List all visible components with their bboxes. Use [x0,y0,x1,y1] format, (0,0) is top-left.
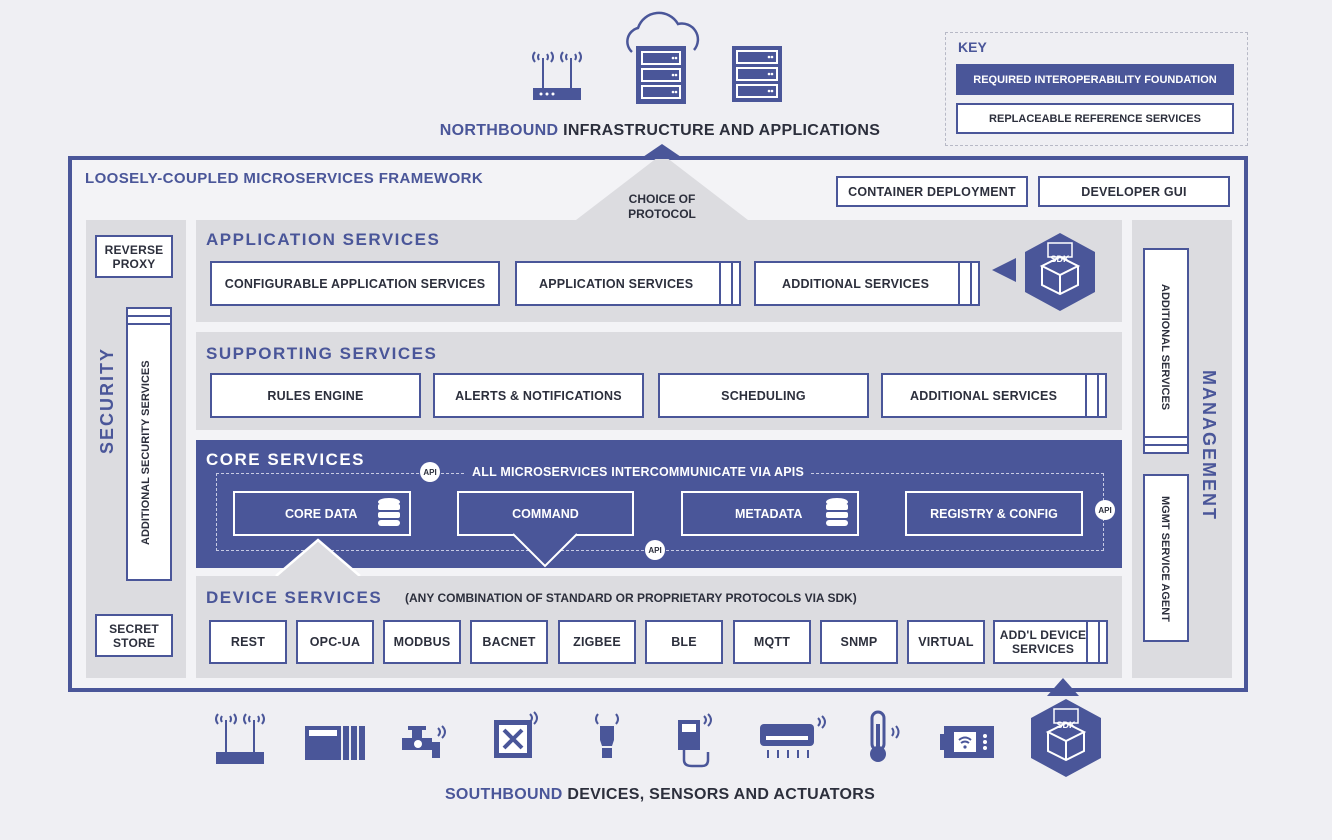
device-opc-ua-box: OPC-UA [296,620,374,664]
command-pointer [512,533,578,568]
configurable-application-services-box: CONFIGURABLE APPLICATION SERVICES [210,261,500,306]
additional-security-label: ADDITIONAL SECURITY SERVICES [140,360,152,546]
api-badge-right: API [1095,500,1115,520]
thermometer-icon [870,710,900,762]
key-required-swatch: REQUIRED INTEROPERABILITY FOUNDATION [956,64,1234,95]
database-icon [826,498,848,526]
device-modbus-box: MODBUS [383,620,461,664]
key-legend: KEY REQUIRED INTEROPERABILITY FOUNDATION… [945,32,1248,146]
wifi-router-icon [215,713,265,764]
light-bulb-icon [595,713,619,758]
sdk-hexagon-icon [1031,699,1101,777]
northbound-title: NORTHBOUND INFRASTRUCTURE AND APPLICATIO… [380,122,940,140]
container-deployment-box: CONTAINER DEPLOYMENT [836,176,1028,207]
southbound-highlight: SOUTHBOUND [444,786,563,803]
device-ble-box: BLE [645,620,723,664]
key-replaceable-swatch: REPLACEABLE REFERENCE SERVICES [956,103,1234,134]
core-data-label: CORE DATA [285,506,358,521]
application-services-label: APPLICATION SERVICES [539,276,694,291]
metadata-box: METADATA [681,491,859,536]
management-additional-stripe [1145,436,1187,446]
device-bacnet-box: BACNET [470,620,548,664]
fan-icon [494,711,538,758]
southbound-title: SOUTHBOUND DEVICES, SENSORS AND ACTUATOR… [380,786,940,804]
core-to-device-connector [275,538,361,577]
management-additional-box: ADDITIONAL SERVICES [1143,248,1189,454]
device-zigbee-box: ZIGBEE [558,620,636,664]
framework-title: LOOSELY-COUPLED MICROSERVICES FRAMEWORK [85,170,484,187]
northbound-rest: INFRASTRUCTURE AND APPLICATIONS [558,122,881,139]
key-title: KEY [958,39,987,55]
supporting-services-title: SUPPORTING SERVICES [206,344,438,363]
supporting-additional-services-label: ADDITIONAL SERVICES [910,388,1058,403]
meter-icon [678,713,712,768]
management-additional-label: ADDITIONAL SERVICES [1159,283,1171,411]
security-label: SECURITY [97,346,117,454]
sdk-arrow-icon [992,258,1016,282]
database-icon [378,498,400,526]
registry-config-box: REGISTRY & CONFIG [905,491,1083,536]
wifi-router-icon [532,51,582,100]
device-snmp-box: SNMP [820,620,898,664]
device-additional-box: ADD'L DEVICE SERVICES [993,620,1108,664]
command-box: COMMAND [457,491,634,536]
choice-of-protocol-label: CHOICE OF PROTOCOL [628,192,696,221]
core-api-note: ALL MICROSERVICES INTERCOMMUNICATE VIA A… [466,465,811,479]
developer-gui-box: DEVELOPER GUI [1038,176,1230,207]
device-services-title: DEVICE SERVICES [206,588,383,607]
mgmt-service-agent-label: MGMT SERVICE AGENT [1159,496,1171,622]
plc-icon [305,726,365,760]
core-data-box: CORE DATA [233,491,411,536]
mgmt-service-agent-box: MGMT SERVICE AGENT [1143,474,1189,642]
device-additional-label: ADD'L DEVICE SERVICES [999,628,1087,656]
wifi-panel-icon [940,726,994,758]
registry-config-label: REGISTRY & CONFIG [930,506,1058,521]
sdk-hexagon-icon [1025,233,1095,311]
app-additional-services-label: ADDITIONAL SERVICES [782,276,930,291]
reverse-proxy-box: REVERSE PROXY [95,235,173,278]
south-sdk-label: SDK [1056,720,1076,730]
northbound-highlight: NORTHBOUND [439,122,559,139]
app-sdk-label: SDK [1050,254,1070,264]
supporting-additional-services-box: ADDITIONAL SERVICES [881,373,1107,418]
device-rest-box: REST [209,620,287,664]
metadata-label: METADATA [735,506,803,521]
southbound-rest: DEVICES, SENSORS AND ACTUATORS [562,786,876,803]
server-icon [732,46,782,102]
device-services-subtitle: (ANY COMBINATION OF STANDARD OR PROPRIET… [405,591,857,605]
device-mqtt-box: MQTT [733,620,811,664]
air-conditioner-icon [760,715,826,758]
additional-security-stripe [128,315,170,325]
device-virtual-box: VIRTUAL [907,620,985,664]
choice-of-protocol-tab [576,144,748,220]
rules-engine-box: RULES ENGINE [210,373,421,418]
api-badge-top: API [420,462,440,482]
cloud-server-icon [626,11,700,104]
secret-store-box: SECRET STORE [95,614,173,657]
alerts-notifications-box: ALERTS & NOTIFICATIONS [433,373,644,418]
app-additional-services-box: ADDITIONAL SERVICES [754,261,980,306]
management-label: MANAGEMENT [1199,369,1219,521]
additional-security-box: ADDITIONAL SECURITY SERVICES [126,307,172,581]
southbound-arrow [1047,678,1079,696]
command-label: COMMAND [512,506,579,521]
scheduling-box: SCHEDULING [658,373,869,418]
valve-icon [402,725,446,758]
api-badge-bottom: API [645,540,665,560]
application-services-box: APPLICATION SERVICES [515,261,741,306]
application-services-title: APPLICATION SERVICES [206,230,441,249]
core-services-title: CORE SERVICES [206,450,366,469]
